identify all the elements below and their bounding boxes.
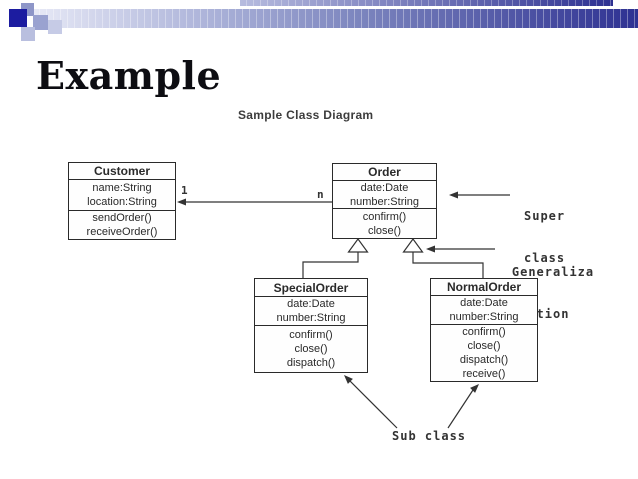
methods-compartment: confirm() close() dispatch() receive() xyxy=(431,324,537,381)
attribute-row: number:String xyxy=(276,312,346,324)
method-row: close() xyxy=(294,343,328,355)
methods-compartment: confirm() close() xyxy=(333,208,436,238)
attribute-row: date:Date xyxy=(287,298,335,310)
banner-square-medium xyxy=(33,15,48,30)
banner-square-light-right xyxy=(48,20,62,34)
class-name: Customer xyxy=(69,163,175,180)
class-box-order: Order date:Date number:String confirm() … xyxy=(332,163,437,239)
method-row: dispatch() xyxy=(286,357,336,369)
class-box-normal-order: NormalOrder date:Date number:String conf… xyxy=(430,278,538,382)
attribute-row: number:String xyxy=(449,311,519,323)
class-name: Order xyxy=(333,164,436,181)
diagram-title: Sample Class Diagram xyxy=(238,108,374,122)
methods-compartment: confirm() close() dispatch() xyxy=(255,325,367,372)
method-row: receive() xyxy=(462,368,506,380)
generalization-triangle-right xyxy=(402,237,424,253)
attributes-compartment: date:Date number:String xyxy=(255,297,367,325)
method-row: confirm() xyxy=(289,329,333,341)
method-row: dispatch() xyxy=(459,354,509,366)
attribute-row: date:Date xyxy=(460,297,508,309)
generalization-arrow xyxy=(426,245,495,253)
slide-title: Example xyxy=(36,53,222,98)
generalization-connector-left xyxy=(302,237,369,278)
attribute-row: name:String xyxy=(92,182,152,194)
generalization-connector-right xyxy=(402,237,484,278)
method-row: confirm() xyxy=(462,326,506,338)
association-line xyxy=(177,198,332,206)
multiplicity-label-one: 1 xyxy=(181,184,188,197)
annotation-line: Generaliza xyxy=(511,265,595,279)
super-class-arrow xyxy=(449,191,510,199)
class-box-special-order: SpecialOrder date:Date number:String con… xyxy=(254,278,368,373)
attribute-row: number:String xyxy=(349,195,420,208)
class-name: NormalOrder xyxy=(431,279,537,296)
banner-stripe-main xyxy=(33,9,638,28)
method-row: close() xyxy=(467,340,501,352)
attribute-row: location:String xyxy=(87,196,157,208)
class-box-customer: Customer name:String location:String sen… xyxy=(68,162,176,240)
sub-class-arrow-left xyxy=(344,375,398,429)
method-row: sendOrder() xyxy=(92,212,152,224)
attributes-compartment: date:Date number:String xyxy=(431,296,537,324)
attributes-compartment: date:Date number:String xyxy=(333,181,436,208)
multiplicity-label-n: n xyxy=(317,188,324,201)
banner-stripe-thin xyxy=(240,0,613,6)
super-class-annotation: Super class xyxy=(524,181,565,279)
sub-class-annotation: Sub class xyxy=(392,429,467,443)
association-arrowhead xyxy=(177,198,186,206)
banner-square-light-bottom xyxy=(21,27,35,41)
method-row: close() xyxy=(367,224,401,237)
attribute-row: date:Date xyxy=(360,181,409,194)
generalization-annotation: Generaliza tion xyxy=(505,237,601,335)
annotation-line: Super xyxy=(524,209,566,223)
generalization-triangle-left xyxy=(347,237,369,253)
sub-class-arrow-right xyxy=(447,384,479,429)
annotation-line: tion xyxy=(536,307,570,321)
annotation-line: class xyxy=(524,251,566,265)
methods-compartment: sendOrder() receiveOrder() xyxy=(69,210,175,239)
attributes-compartment: name:String location:String xyxy=(69,180,175,210)
class-name: SpecialOrder xyxy=(255,279,367,297)
method-row: confirm() xyxy=(362,210,407,223)
banner-square-dark-navy xyxy=(9,9,27,27)
method-row: receiveOrder() xyxy=(86,226,158,238)
